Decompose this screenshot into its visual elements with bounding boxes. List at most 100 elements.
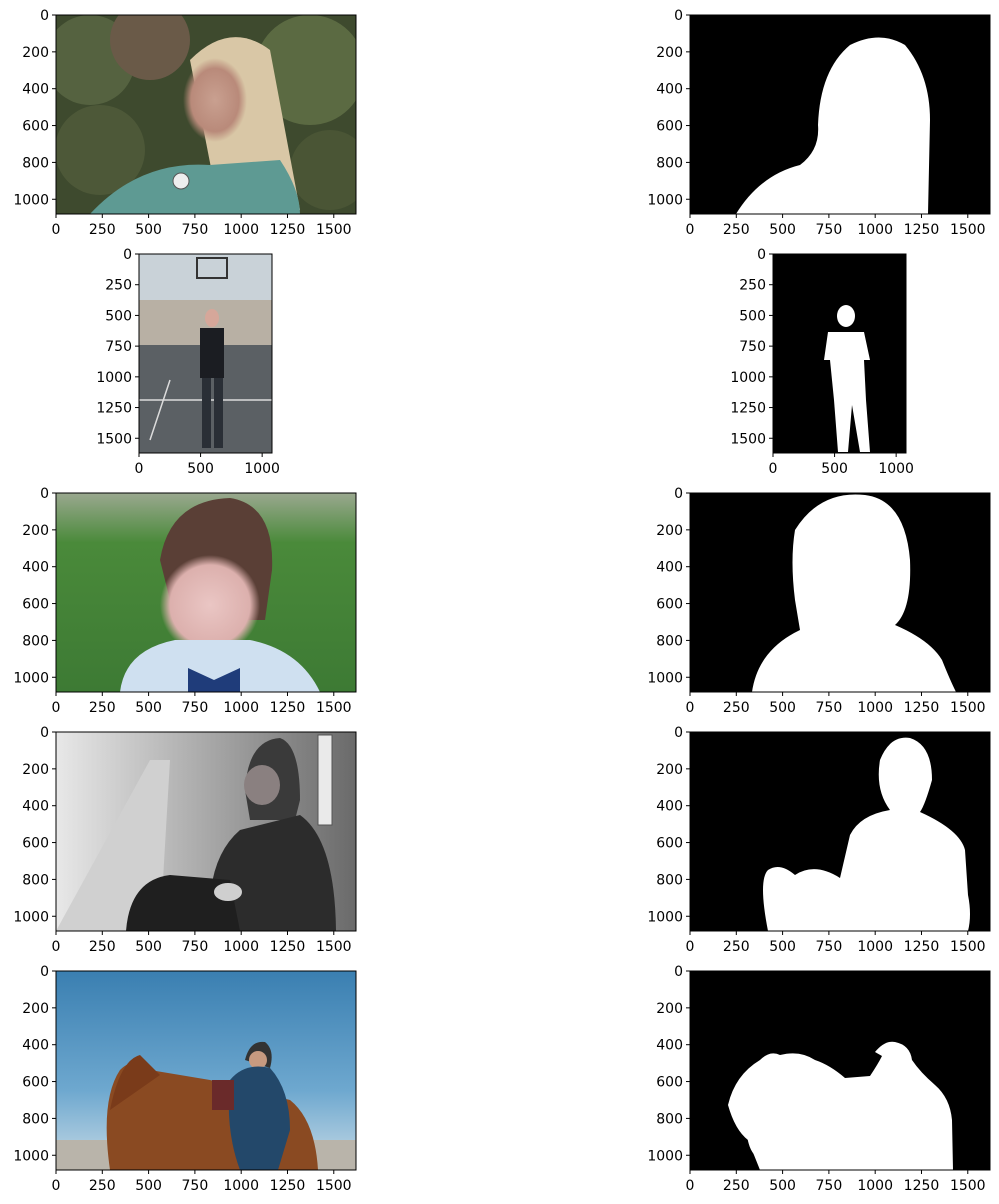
x-tick-label: 750 <box>182 700 209 716</box>
x-tick-label: 500 <box>821 461 848 477</box>
x-tick-label: 500 <box>769 700 796 716</box>
y-tick-label: 0 <box>674 725 683 741</box>
x-tick-label: 1500 <box>316 1178 352 1194</box>
x-tick-label: 1000 <box>223 700 259 716</box>
y-tick-label: 600 <box>22 836 49 852</box>
row-1-mask-panel <box>689 14 991 215</box>
x-tick-label: 1250 <box>904 1178 940 1194</box>
row-5-image-panel <box>55 970 357 1171</box>
y-tick-label: 200 <box>656 45 683 61</box>
y-tick-label: 1250 <box>730 401 766 417</box>
y-tick-label: 400 <box>656 82 683 98</box>
x-tick-label: 1000 <box>223 222 259 238</box>
y-tick-label: 1000 <box>647 909 683 925</box>
x-tick-label: 0 <box>686 222 695 238</box>
y-tick-label: 800 <box>22 633 49 649</box>
x-tick-label: 0 <box>135 461 144 477</box>
row-1-image-panel <box>55 14 357 215</box>
y-tick-label: 400 <box>22 82 49 98</box>
y-tick-label: 500 <box>739 308 766 324</box>
y-tick-label: 600 <box>656 1075 683 1091</box>
y-tick-label: 750 <box>739 339 766 355</box>
y-tick-label: 200 <box>22 1001 49 1017</box>
y-tick-label: 600 <box>22 597 49 613</box>
x-tick-label: 1250 <box>904 222 940 238</box>
x-tick-label: 1500 <box>950 222 986 238</box>
x-tick-label: 1000 <box>857 222 893 238</box>
y-tick-label: 800 <box>22 155 49 171</box>
x-tick-label: 250 <box>723 939 750 955</box>
row-4 <box>55 731 991 932</box>
x-tick-label: 1500 <box>316 700 352 716</box>
y-tick-label: 200 <box>656 523 683 539</box>
y-tick-label: 1000 <box>13 909 49 925</box>
x-tick-label: 0 <box>686 1178 695 1194</box>
row-3 <box>55 492 991 693</box>
x-tick-label: 500 <box>769 1178 796 1194</box>
y-tick-label: 1000 <box>13 670 49 686</box>
x-tick-label: 0 <box>686 939 695 955</box>
y-tick-label: 400 <box>22 799 49 815</box>
x-tick-label: 1000 <box>223 1178 259 1194</box>
row-4-mask <box>690 732 990 931</box>
x-tick-label: 250 <box>89 700 116 716</box>
row-3-mask-panel <box>689 492 991 693</box>
x-tick-label: 1500 <box>950 939 986 955</box>
row-2-mask-panel <box>772 253 907 454</box>
x-tick-label: 250 <box>89 222 116 238</box>
y-tick-label: 0 <box>40 725 49 741</box>
x-tick-label: 750 <box>182 1178 209 1194</box>
x-tick-label: 1250 <box>904 939 940 955</box>
x-tick-label: 500 <box>769 939 796 955</box>
y-tick-label: 200 <box>656 1001 683 1017</box>
y-tick-label: 1000 <box>96 370 132 386</box>
y-tick-label: 800 <box>22 1111 49 1127</box>
y-tick-label: 400 <box>22 560 49 576</box>
x-tick-label: 250 <box>723 700 750 716</box>
row-4-image-panel <box>55 731 357 932</box>
x-tick-label: 1250 <box>270 700 306 716</box>
x-tick-label: 1500 <box>316 939 352 955</box>
row-2-image-panel <box>138 253 273 454</box>
x-tick-label: 0 <box>52 1178 61 1194</box>
x-tick-label: 1250 <box>904 700 940 716</box>
row-5 <box>55 970 991 1171</box>
row-4-image <box>56 732 356 931</box>
x-tick-label: 500 <box>187 461 214 477</box>
y-tick-label: 1000 <box>647 192 683 208</box>
y-tick-label: 1500 <box>730 431 766 447</box>
y-tick-label: 600 <box>656 836 683 852</box>
row-1-image <box>56 15 356 214</box>
x-tick-label: 1000 <box>857 700 893 716</box>
x-tick-label: 250 <box>723 222 750 238</box>
y-tick-label: 0 <box>674 486 683 502</box>
x-tick-label: 750 <box>816 939 843 955</box>
y-tick-label: 0 <box>40 8 49 24</box>
y-tick-label: 600 <box>656 119 683 135</box>
x-tick-label: 500 <box>769 222 796 238</box>
y-tick-label: 0 <box>757 247 766 263</box>
row-3-image <box>56 493 356 692</box>
y-tick-label: 0 <box>674 8 683 24</box>
y-tick-label: 1000 <box>730 370 766 386</box>
x-tick-label: 1500 <box>316 222 352 238</box>
x-tick-label: 1000 <box>857 1178 893 1194</box>
x-tick-label: 1000 <box>857 939 893 955</box>
x-tick-label: 750 <box>816 700 843 716</box>
y-tick-label: 0 <box>123 247 132 263</box>
y-tick-label: 800 <box>656 872 683 888</box>
y-tick-label: 500 <box>105 308 132 324</box>
x-tick-label: 500 <box>135 1178 162 1194</box>
x-tick-label: 1000 <box>244 461 280 477</box>
x-tick-label: 500 <box>135 700 162 716</box>
y-tick-label: 600 <box>22 1075 49 1091</box>
